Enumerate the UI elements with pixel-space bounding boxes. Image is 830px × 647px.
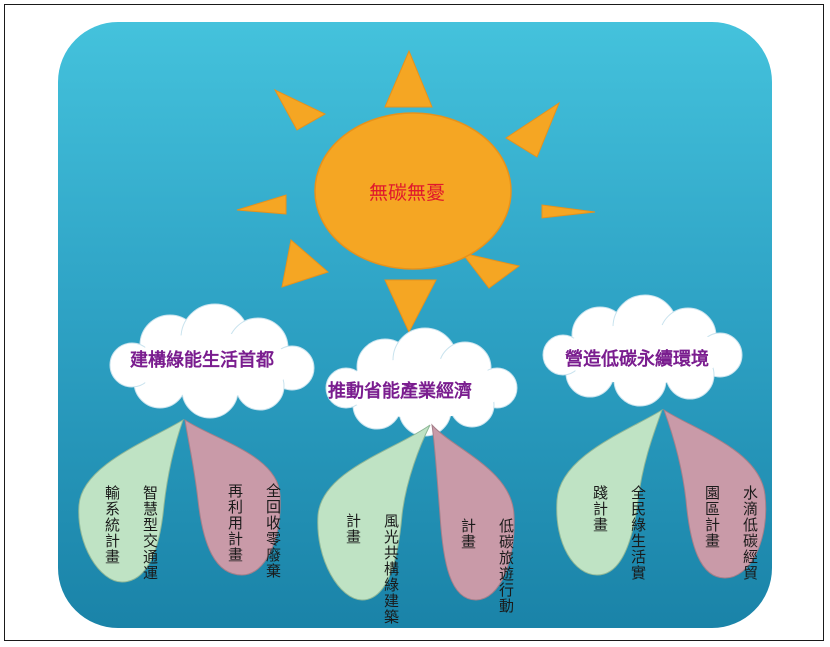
- leaf-3-pink: [663, 408, 767, 579]
- cloud-3-shape: [542, 294, 743, 407]
- leaf-2-pink: [431, 423, 515, 601]
- sun-ray-bottom-left: [281, 239, 329, 288]
- leaf-2-green-line-1: 風光共構綠建築: [382, 513, 400, 625]
- leaf-2-pink-text: 低碳旅遊行動 計畫: [458, 480, 534, 614]
- leaf-2-green-text: 風光共構綠建築 計畫: [343, 475, 419, 625]
- cloud-3-label: 營造低碳永續環境: [565, 349, 709, 370]
- cloud-2-shape: [325, 327, 518, 437]
- sun-ray-right: [541, 204, 596, 219]
- leaf-3-pink-line-1: 水滴低碳經貿: [741, 485, 759, 581]
- cloud-1-shape: [109, 303, 315, 419]
- leaf-1-green-text: 智慧型交通運 輸系統計畫: [102, 447, 178, 581]
- leaf-3-green-line-2: 踐計畫: [591, 485, 609, 533]
- leaf-1-pink-line-2: 再利用計畫: [226, 483, 244, 563]
- leaf-1-pink: [184, 418, 281, 576]
- leaf-1-pink-text: 全回收零廢棄 再利用計畫: [225, 445, 301, 579]
- leaf-1-green-line-1: 智慧型交通運: [141, 485, 159, 581]
- cloud-2-label: 推動省能產業經濟: [328, 381, 472, 402]
- leaf-2-green: [317, 424, 431, 601]
- sun-ray-top-right: [505, 101, 561, 158]
- cloud-1-label: 建構綠能生活首都: [130, 350, 274, 371]
- sun-ray-bottom-right: [460, 252, 521, 289]
- leaf-2-pink-line-1: 低碳旅遊行動: [497, 518, 515, 614]
- sun-ray-bottom: [384, 279, 437, 334]
- leaf-3-pink-text: 水滴低碳經貿 園區計畫: [702, 447, 778, 581]
- sun-body: [314, 112, 512, 270]
- leaf-3-pink-line-2: 園區計畫: [703, 485, 721, 549]
- leaf-3-green: [556, 408, 663, 576]
- leaf-1-pink-line-1: 全回收零廢棄: [264, 483, 282, 579]
- sun-ray-top: [384, 49, 433, 108]
- leaf-2-pink-line-2: 計畫: [459, 518, 477, 550]
- sun-ray-top-left: [273, 88, 327, 131]
- sun-ray-left: [236, 194, 287, 215]
- center-label: 無碳無憂: [369, 182, 446, 204]
- leaf-1-green-line-2: 輸系統計畫: [103, 485, 121, 565]
- leaf-2-green-line-2: 計畫: [344, 513, 362, 545]
- leaf-1-green: [78, 418, 184, 583]
- leaf-3-green-line-1: 全民綠生活實: [629, 485, 647, 581]
- leaf-3-green-text: 全民綠生活實 踐計畫: [590, 447, 666, 581]
